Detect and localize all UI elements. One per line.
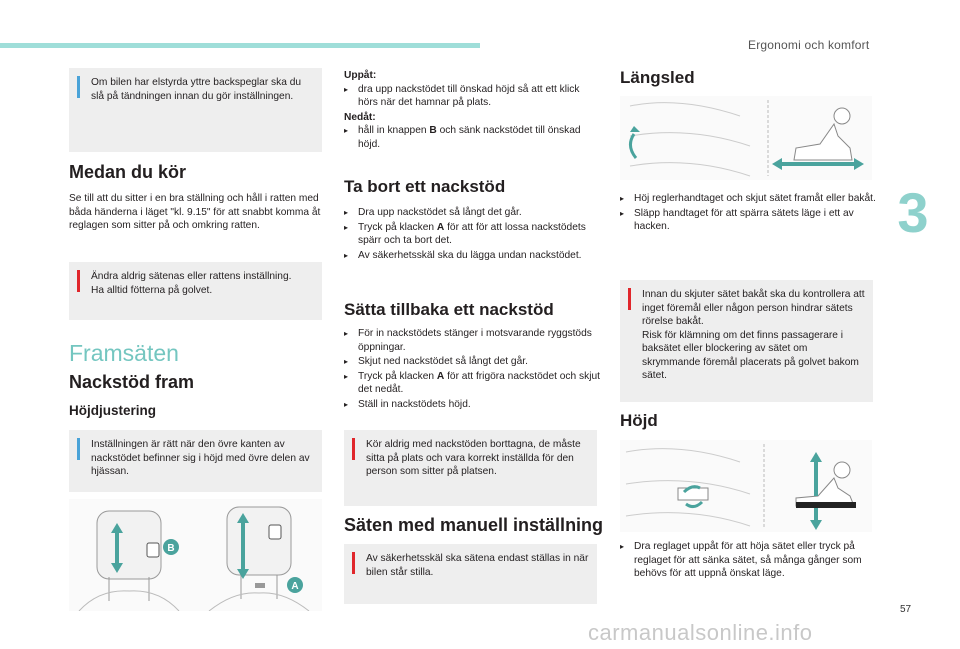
heading-saten-manuell: Säten med manuell inställning (344, 515, 604, 535)
list-item-text: Skjut ned nackstödet så långt det går. (358, 356, 528, 368)
list-item: ▸ dra upp nackstödet till önskad höjd så … (344, 83, 600, 110)
arrow-bullet-icon: ▸ (344, 250, 349, 260)
arrow-bullet-icon: ▸ (344, 208, 349, 217)
arrow-bullet-icon: ▸ (620, 542, 625, 551)
warning-icon (352, 552, 355, 574)
warning-text: Ändra aldrig sätenas eller rattens instä… (91, 271, 292, 296)
info-text: Om bilen har elstyrda yttre backspeglar … (91, 77, 302, 102)
label-b: B (167, 543, 174, 554)
list-item: ▸ håll in knappen B och sänk nackstödet t… (344, 124, 600, 151)
list-item: ▸ Tryck på klacken A för att för att loss… (344, 221, 600, 248)
list-item: ▸ Av säkerhetsskäl ska du lägga undan nac… (344, 249, 600, 263)
arrow-bullet-icon: ▸ (344, 84, 349, 94)
list-item-text: för att för att lossa nackstödets spärr … (358, 221, 586, 247)
arrow-bullet-icon: ▸ (344, 222, 349, 232)
list-item-text: Tryck på klacken (358, 370, 437, 382)
headrest-figure: B A (69, 499, 322, 611)
warning-icon (628, 288, 631, 310)
heading-langsled: Längsled (620, 68, 695, 87)
list-ta-bort: ▸ Dra upp nackstödet så långt det går. ▸ T… (344, 206, 600, 263)
list-item-text: håll in knappen (358, 125, 430, 137)
label-a-ref: A (436, 221, 445, 233)
list-item-text: dra upp nackstödet till önskad höjd så a… (358, 83, 580, 109)
info-text: Inställningen är rätt när den övre kante… (91, 439, 310, 477)
list-item-text: Höj reglerhandtaget och skjut sätet fram… (634, 193, 876, 204)
warning-icon (77, 270, 80, 292)
heading-medan-du-kor: Medan du kör (69, 162, 187, 182)
page-number: 57 (900, 604, 912, 615)
arrow-bullet-icon: ▸ (620, 194, 625, 203)
warning-box-settings: Ändra aldrig sätenas eller rattens instä… (69, 262, 322, 320)
arrow-bullet-icon: ▸ (344, 357, 349, 367)
heading-satta-tillbaka: Sätta tillbaka ett nackstöd (344, 300, 554, 319)
label-a-marker (287, 577, 303, 593)
warning-box-pinching: Innan du skjuter sätet bakåt ska du kont… (620, 280, 873, 402)
info-box-headrest: Inställningen är rätt när den övre kante… (69, 430, 322, 492)
arrow-bullet-icon: ▸ (620, 208, 625, 218)
label-a: A (291, 581, 298, 592)
arrow-bullet-icon: ▸ (344, 399, 349, 409)
warning-icon (352, 438, 355, 460)
label-uppat: Uppåt: (344, 70, 377, 81)
list-item: ▸ Tryck på klacken A för att frigöra nack… (344, 370, 600, 397)
heading-ta-bort: Ta bort ett nackstöd (344, 177, 506, 196)
list-item-text: för att frigöra nackstödet och skjut det… (358, 370, 600, 396)
label-b-marker (163, 539, 179, 555)
list-item: ▸ Skjut ned nackstödet så långt det går. (344, 355, 600, 369)
list-item-text: Av säkerhetsskäl ska du lägga undan nack… (358, 249, 582, 261)
list-item-text: Dra upp nackstödet så långt det går. (358, 207, 522, 218)
list-item: ▸ Släpp handtaget för att spärra sätets l… (620, 207, 876, 234)
list-hojd: ▸ Dra reglaget uppåt för att höja sätet e… (620, 540, 876, 582)
watermark: carmanualsonline.info (588, 620, 813, 645)
list-langsled: ▸ Höj reglerhandtaget och skjut sätet fra… (620, 192, 876, 235)
list-satta-tillbaka: ▸ För in nackstödets stänger i motsvarand… (344, 327, 600, 413)
list-item: ▸ För in nackstödets stänger i motsvarand… (344, 327, 600, 354)
warning-text: Av säkerhetsskäl ska sätena endast ställ… (366, 553, 589, 578)
chapter-title: Ergonomi och komfort (748, 38, 870, 52)
list-item-text: För in nackstödets stänger i motsvarande… (358, 328, 592, 353)
list-item-text: Ställ in nackstödets höjd. (358, 398, 471, 410)
warning-box-stationary: Av säkerhetsskäl ska sätena endast ställ… (344, 544, 597, 604)
label-a-ref: A (436, 370, 445, 382)
info-icon (77, 76, 80, 98)
warning-text: Innan du skjuter sätet bakåt ska du kont… (642, 289, 865, 381)
heading-hojdjustering: Höjdjustering (69, 403, 156, 418)
info-box-mirrors: Om bilen har elstyrda yttre backspeglar … (69, 68, 322, 152)
list-item: ▸ Höj reglerhandtaget och skjut sätet fra… (620, 192, 876, 206)
list-item-text: Tryck på klacken (358, 221, 437, 233)
info-icon (77, 438, 80, 460)
list-item-text: och sänk nackstödet till önskad höjd. (358, 125, 581, 150)
section-title-framsaten: Framsäten (69, 340, 179, 366)
list-item: ▸ Ställ in nackstödets höjd. (344, 398, 600, 412)
seat-longitudinal-figure (620, 96, 872, 180)
column-2-top: Uppåt: ▸ dra upp nackstödet till önskad h… (344, 69, 600, 153)
list-item: ▸ Dra reglaget uppåt för att höja sätet e… (620, 540, 876, 581)
arrow-bullet-icon: ▸ (344, 371, 349, 381)
chapter-tab-number: 3 (897, 181, 929, 244)
label-nedat: Nedåt: (344, 111, 376, 123)
heading-hojd: Höjd (620, 411, 658, 430)
list-item-text: Släpp handtaget för att spärra sätets lä… (634, 207, 854, 233)
label-b-ref: B (429, 125, 437, 137)
warning-text: Kör aldrig med nackstöden borttagna, de … (366, 439, 581, 477)
warning-box-headrest: Kör aldrig med nackstöden borttagna, de … (344, 430, 597, 506)
arrow-bullet-icon: ▸ (344, 329, 349, 338)
header-accent-bar (0, 43, 480, 48)
paragraph-medan: Se till att du sitter i en bra ställning… (69, 193, 321, 232)
heading-nackstod-fram: Nackstöd fram (69, 372, 195, 392)
seat-height-figure (620, 440, 872, 532)
arrow-bullet-icon: ▸ (344, 126, 349, 136)
list-item-text: Dra reglaget uppåt för att höja sätet el… (634, 541, 862, 580)
list-item: ▸ Dra upp nackstödet så långt det går. (344, 206, 600, 220)
